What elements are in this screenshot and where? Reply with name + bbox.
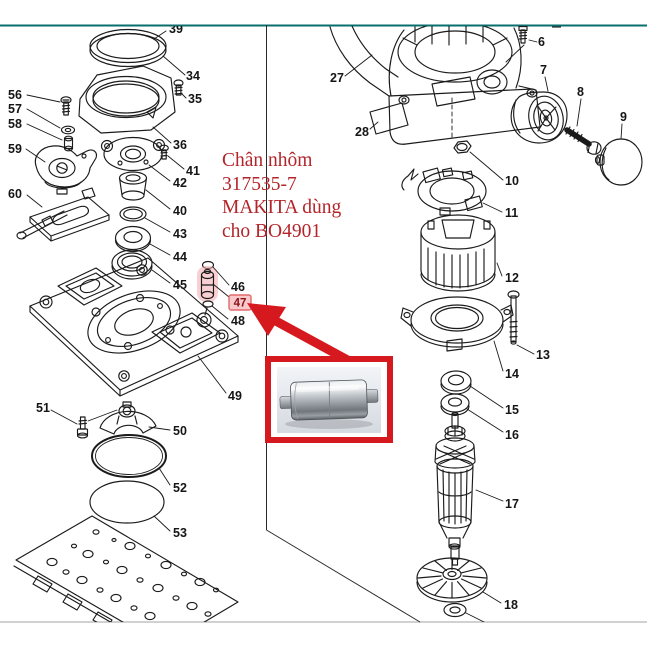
part-label-10: 10: [505, 174, 519, 188]
part-51-bolt: [76, 409, 118, 439]
part-label-7: 7: [540, 63, 547, 77]
part-label-42: 42: [173, 176, 187, 190]
part-label-18: 18: [504, 598, 518, 612]
part-label-27: 27: [330, 71, 344, 85]
part-label-49: 49: [228, 389, 242, 403]
part-18-fan: [416, 557, 488, 603]
part-8-bolt: [564, 126, 602, 155]
punched-plate: [13, 515, 239, 622]
annotation-line-2: 317535-7: [222, 173, 297, 195]
part-label-39: 39: [169, 22, 183, 36]
part-36-pad-housing: [78, 65, 176, 134]
part-label-47-highlight-box: 47: [228, 294, 252, 311]
right-leader-lines: [344, 39, 623, 622]
part-label-52: 52: [173, 481, 187, 495]
part-label-45: 45: [173, 278, 187, 292]
part-44-bearing: [114, 225, 152, 253]
right-diagram-motor: 6 7 8 9 10 11 12 13 14 15 16 17 18 27 28: [329, 26, 643, 622]
page-edge-diagonal: [266, 529, 421, 623]
part-15-bearing: [440, 370, 472, 395]
part-label-15: 15: [505, 403, 519, 417]
part-label-60: 60: [8, 187, 22, 201]
part-label-57: 57: [8, 102, 22, 116]
part-label-8: 8: [577, 85, 584, 99]
red-arrow-shaft: [271, 316, 356, 367]
part-label-12: 12: [505, 271, 519, 285]
part-label-35: 35: [188, 92, 202, 106]
part-label-44: 44: [173, 250, 187, 264]
part-label-14: 14: [505, 367, 519, 381]
part-13-bolt: [507, 290, 520, 345]
part-19-ring-cut: [443, 602, 467, 618]
part-59-clamp-lever: [34, 145, 98, 195]
part-17-armature: [434, 411, 476, 566]
part-34-ring: [89, 28, 167, 68]
part-label-59: 59: [8, 142, 22, 156]
part-label-11: 11: [505, 206, 518, 220]
part-41-screw: [159, 144, 169, 160]
annotation-line-4: cho BO4901: [222, 220, 322, 242]
part-6-screw: [505, 26, 528, 63]
part-label-50: 50: [173, 424, 187, 438]
part-40-sleeve: [118, 171, 148, 201]
part-label-48: 48: [231, 314, 245, 328]
part-label-6: 6: [538, 35, 545, 49]
part-42-bearing-retainer: [100, 136, 166, 172]
part-label-56: 56: [8, 88, 22, 102]
annotation-line-3: MAKITA dùng: [222, 197, 342, 218]
part-9-knob: [594, 138, 643, 186]
part-50-eccentric: [99, 401, 157, 435]
part-57-washer: [60, 125, 76, 135]
part-47-aluminum-foot: [200, 268, 215, 300]
part-35-screw: [173, 79, 184, 96]
part-label-47: 47: [234, 298, 247, 310]
left-diagram-sander-base: 39 34 35 36 41 42 40 43 44 45 46 48 49 5…: [8, 22, 252, 622]
part-label-28: 28: [355, 125, 369, 139]
part-7-bell-cover: [510, 91, 568, 144]
part-49-base-plate: [29, 257, 239, 397]
part-label-34: 34: [186, 69, 200, 83]
part-photo-aluminum-foot: [277, 367, 381, 433]
part-label-53: 53: [173, 526, 187, 540]
part-10-nut: [453, 140, 472, 154]
part-label-41: 41: [186, 164, 200, 178]
part-label-13: 13: [536, 348, 550, 362]
part-label-58: 58: [8, 117, 22, 131]
part-52-oring: [91, 434, 167, 478]
left-leader-lines: [25, 30, 230, 532]
annotation-text: Chân nhôm 317535-7 MAKITA dùng cho BO490…: [222, 149, 341, 243]
part-43-washer: [119, 206, 147, 222]
part-label-46: 46: [231, 280, 245, 294]
part-label-51: 51: [36, 401, 50, 415]
part-label-17: 17: [505, 497, 519, 511]
part-56-screw: [60, 96, 72, 116]
part-label-36: 36: [173, 138, 187, 152]
part-label-9: 9: [620, 110, 627, 124]
part-12-stator: [420, 214, 496, 292]
part-label-16: 16: [505, 428, 519, 442]
part-45-bearing: [111, 249, 153, 280]
part-label-40: 40: [173, 204, 187, 218]
part-58-sleeve: [63, 135, 74, 152]
annotation-line-1: Chân nhôm: [222, 150, 313, 171]
red-annotation-overlay: [247, 303, 393, 443]
part-14-bearing-box: [400, 296, 514, 352]
part-11-brush-holder: [401, 167, 487, 216]
part-60-clamp-bracket: [16, 187, 110, 242]
part-53-pad-circle: [89, 480, 165, 524]
part-28-name-plate: [369, 102, 409, 135]
part-27-housing: [329, 26, 541, 145]
part-label-43: 43: [173, 227, 187, 241]
red-arrow-head: [247, 303, 286, 336]
